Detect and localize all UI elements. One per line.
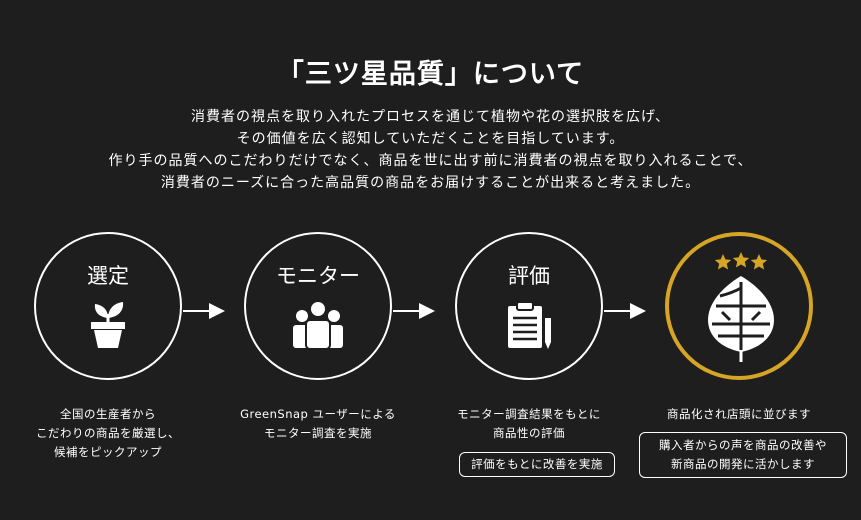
description-line: 消費者のニーズに合った高品質の商品をお届けすることが出来ると考えました。 xyxy=(160,175,701,191)
caption-line: 全国の生産者から xyxy=(60,407,156,421)
feedback-note: 購入者からの声を商品の改善や 新商品の開発に活かします xyxy=(639,432,847,478)
intro-description: 消費者の視点を取り入れたプロセスを通じて植物や花の選択肢を広げ、 その価値を広く… xyxy=(0,106,861,194)
step-evaluation-label: 評価 xyxy=(508,264,550,288)
description-line: その価値を広く認知していただくことを目指しています。 xyxy=(236,131,625,147)
step-three-star-caption: 商品化され店頭に並びます xyxy=(639,405,839,424)
step-selection-label: 選定 xyxy=(87,264,129,288)
flow-arrow xyxy=(393,303,435,319)
people-group-icon xyxy=(293,300,343,350)
step-monitor-label: モニター xyxy=(276,264,360,288)
page-title: 「三ツ星品質」について xyxy=(276,59,585,90)
sprout-pot-icon xyxy=(91,302,125,348)
step-monitor: モニター xyxy=(244,232,392,380)
three-stars-icon xyxy=(714,252,768,270)
description-line: 消費者の視点を取り入れたプロセスを通じて植物や花の選択肢を広げ、 xyxy=(190,109,671,125)
note-line: 購入者からの声を商品の改善や xyxy=(659,438,827,452)
step-evaluation-caption: モニター調査結果をもとに 商品性の評価 xyxy=(429,405,629,443)
caption-line: こだわりの商品を厳選し、 xyxy=(36,426,180,440)
step-monitor-caption: GreenSnap ユーザーによる モニター調査を実施 xyxy=(218,405,418,443)
improvement-note: 評価をもとに改善を実施 xyxy=(459,452,615,477)
step-selection-caption: 全国の生産者から こだわりの商品を厳選し、 候補をピックアップ xyxy=(8,405,208,462)
flow-arrow xyxy=(183,303,225,319)
caption-line: GreenSnap ユーザーによる xyxy=(240,407,396,421)
step-selection: 選定 xyxy=(34,232,182,380)
caption-line: 商品性の評価 xyxy=(493,426,565,440)
note-line: 評価をもとに改善を実施 xyxy=(471,457,603,471)
caption-line: モニター調査を実施 xyxy=(264,426,372,440)
step-three-star xyxy=(665,232,813,380)
note-line: 新商品の開発に活かします xyxy=(671,457,815,471)
leaf-emblem-icon xyxy=(708,276,774,362)
step-evaluation: 評価 xyxy=(455,232,603,380)
caption-line: 商品化され店頭に並びます xyxy=(667,407,811,421)
description-line: 作り手の品質へのこだわりだけでなく、商品を世に出す前に消費者の視点を取り入れるこ… xyxy=(108,153,753,169)
caption-line: モニター調査結果をもとに xyxy=(457,407,601,421)
caption-line: 候補をピックアップ xyxy=(54,445,162,459)
flow-arrow xyxy=(604,303,646,319)
clipboard-pen-icon xyxy=(508,301,551,349)
